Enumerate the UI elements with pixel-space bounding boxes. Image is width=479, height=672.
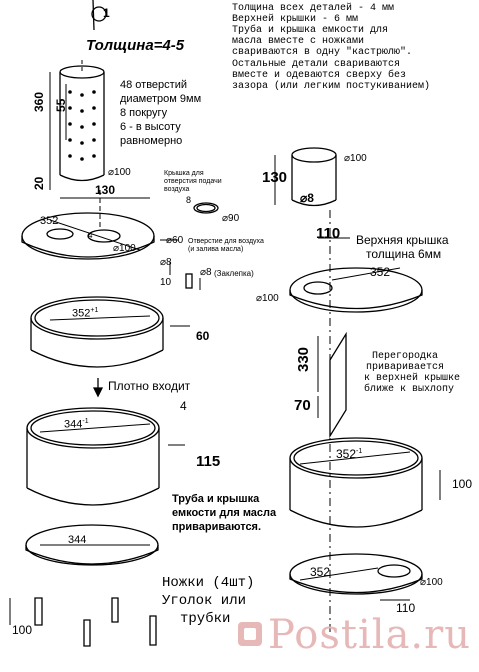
top-lid [289, 237, 423, 313]
weld-line-2: емкости для масла [172, 507, 277, 519]
postila-logo-icon [238, 622, 262, 646]
cap-line-1: Крышка для [164, 170, 204, 177]
bottom-disk-right [289, 553, 423, 601]
air-hole-line-2: (и залива масла) [188, 246, 244, 253]
note-rest-3: зазора (или легким постукиванием) [232, 81, 431, 92]
page-number-circle [91, 6, 107, 22]
dim-cap-8: 8 [186, 195, 192, 205]
note-oil-2: масла вместе с ножками [232, 36, 365, 47]
dim-pipe-sub: 55 [54, 98, 68, 112]
dim-bottom-right-100: ⌀100 [420, 577, 443, 588]
cap-line-2: отверстия подачи [164, 178, 222, 185]
note-oil-3: свариваются в одну "кастрюлю". [232, 47, 413, 58]
fits-arrow [92, 378, 104, 398]
dim-small-pipe-8: ⌀8 [300, 191, 314, 205]
dim-ring-352: 352+1 [72, 307, 99, 320]
dim-leg-100: 100 [12, 623, 33, 637]
baffle-line-4: ближе к выхлопу [364, 384, 455, 395]
baffle-plate [317, 331, 347, 439]
dim-d8b: ⌀8 [200, 267, 212, 278]
dim-pipe-dia: ⌀100 [108, 167, 131, 178]
thickness-label: Толщина=4-5 [86, 37, 185, 54]
dim-ring-344-t: 4 [180, 399, 187, 413]
dim-baffle-330: 330 [295, 346, 312, 372]
note-oil-1: Труба и крышка емкости для [232, 25, 389, 36]
perforated-pipe [49, 60, 105, 190]
dim-cap-d90: ⌀90 [222, 213, 240, 224]
baffle-line-1: Перегородка [372, 351, 439, 362]
air-hole-line-1: Отверстие для воздуха [188, 238, 264, 245]
ring-344 [26, 407, 185, 506]
legs-line-2: Уголок или [162, 593, 247, 609]
dim-d60: ⌀60 [166, 235, 184, 246]
dim-d4: 4 [88, 231, 93, 240]
dim-ring-344-h: 115 [196, 453, 221, 470]
holes-line-1: 48 отверстий [120, 79, 187, 91]
top-plate-disk [21, 190, 155, 260]
dim-pipe-height: 360 [32, 91, 46, 112]
dim-top-lid-110: 110 [316, 225, 341, 242]
air-cap-ring [193, 202, 219, 214]
dim-d100: ⌀100 [113, 243, 136, 254]
ring-352-right [289, 437, 441, 528]
legs [9, 597, 157, 647]
weld-line-3: привариваются. [172, 521, 262, 533]
dim-baffle-70: 70 [294, 397, 311, 414]
legs-line-3: трубки [180, 611, 231, 627]
note-rest-1: Остальные детали свариваются [232, 59, 401, 70]
ring-352 [30, 296, 190, 368]
note-rest-2: вместе и одеваются сверху без [232, 70, 407, 81]
page-number: 1 [103, 6, 110, 20]
dim-disk-352: 352 [40, 215, 59, 227]
top-lid-label-2: толщина 6мм [366, 247, 442, 261]
top-lid-label-1: Верхняя крышка [356, 233, 449, 247]
plug-label: (Заклепка) [214, 269, 254, 278]
baffle-line-3: к верхней крышке [364, 373, 461, 384]
dim-right-ring-352: 352-1 [336, 447, 363, 461]
holes-line-3: 8 покругу [120, 107, 168, 119]
dim-right-ring-h: 100 [452, 477, 473, 491]
fits-label: Плотно входит [108, 379, 191, 393]
weld-line-1: Труба и крышка [172, 493, 260, 505]
dim-bottom-right-352: 352 [310, 565, 331, 579]
bottom-disk-344 [25, 524, 159, 566]
holes-line-5: равномерно [120, 135, 183, 147]
cap-line-3: воздуха [164, 186, 190, 193]
dim-ring-h: 60 [196, 329, 210, 343]
holes-line-4: 6 - в высоту [120, 121, 181, 133]
dim-pipe-base: 20 [32, 176, 46, 190]
dim-bottom-right-110: 110 [396, 601, 416, 615]
holes-line-2: диаметром 9мм [120, 93, 202, 105]
dim-small-pipe-h: 130 [262, 169, 288, 186]
dim-d10: 10 [160, 277, 172, 288]
note-thickness-all: Толщина всех деталей - 4 мм [232, 3, 395, 14]
dim-top-lid-352: 352 [370, 265, 391, 279]
dim-top-lid-100: ⌀100 [256, 293, 279, 304]
small-pipe [274, 147, 337, 207]
baffle-line-2: приваривается [366, 362, 445, 373]
dim-offset-130: 130 [95, 183, 116, 197]
watermark: Postila.ru [268, 612, 472, 658]
dim-small-pipe-d: ⌀100 [344, 153, 367, 164]
note-top-lid: Верхней крышки - 6 мм [232, 14, 359, 25]
legs-line-1: Ножки (4шт) [162, 575, 255, 591]
dim-ring-344: 344-1 [64, 418, 89, 431]
air-hole-marker [160, 239, 201, 290]
dim-d8: ⌀8 [160, 257, 172, 268]
dim-bottom-344: 344 [68, 534, 87, 546]
